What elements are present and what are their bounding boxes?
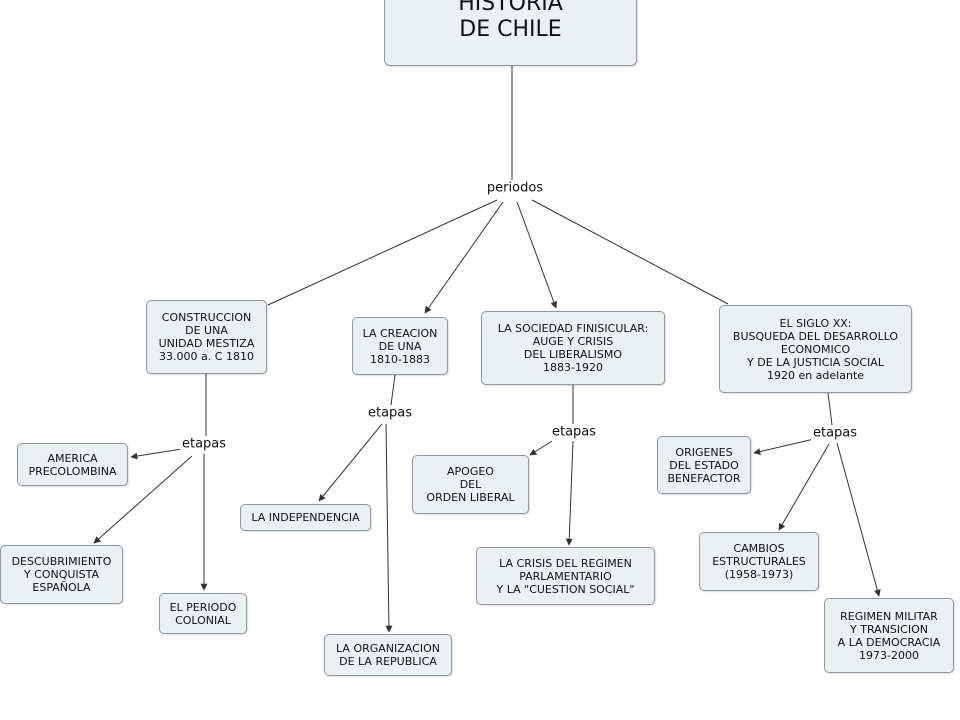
stage-node-apogeo-orden-liberal[interactable]: APOGEO DEL ORDEN LIBERAL — [412, 455, 529, 514]
stage-node-crisis-regimen-parlamentario[interactable]: LA CRISIS DEL REGIMEN PARLAMENTARIO Y LA… — [476, 547, 655, 605]
edge-etapas-4-cambios — [778, 443, 830, 531]
edge-etapas-2-organizacion — [385, 423, 393, 633]
edge-periodos-period-2 — [424, 201, 504, 314]
stage-node-regimen-militar-transicion[interactable]: REGIMEN MILITAR Y TRANSICION A LA DEMOCR… — [824, 598, 954, 673]
edge-etapas-3-crisis — [565, 440, 574, 546]
period-node-sociedad-finisicular[interactable]: LA SOCIEDAD FINISICULAR: AUGE Y CRISIS D… — [481, 311, 665, 385]
period-node-la-creacion[interactable]: LA CREACION DE UNA 1810-1883 — [352, 317, 448, 375]
edge-etapas-4-origenes — [753, 438, 815, 455]
link-label-etapas-4: etapas — [810, 425, 860, 441]
root-node-historia-de-chile[interactable]: HISTORIA DE CHILE — [384, 0, 637, 66]
link-label-etapas-2: etapas — [365, 405, 415, 421]
stage-node-america-precolombina[interactable]: AMERICA PRECOLOMBINA — [17, 443, 128, 486]
link-label-periodos: periodos — [484, 180, 546, 196]
period-node-siglo-xx[interactable]: EL SIGLO XX: BUSQUEDA DEL DESARROLLO ECO… — [719, 305, 912, 393]
edge-periodos-period-1 — [267, 199, 498, 306]
edge-etapas-2-independencia — [318, 423, 383, 502]
stage-node-periodo-colonial[interactable]: EL PERIODO COLONIAL — [159, 593, 247, 634]
stage-node-organizacion-republica[interactable]: LA ORGANIZACION DE LA REPUBLICA — [324, 634, 452, 676]
edge-etapas-4-regimen — [836, 442, 881, 597]
edge-periodos-period-3 — [516, 201, 558, 309]
edge-period-4-etapas — [827, 392, 833, 426]
stage-node-origenes-estado-benefactor[interactable]: ORIGENES DEL ESTADO BENEFACTOR — [657, 436, 751, 494]
stage-node-la-independencia[interactable]: LA INDEPENDENCIA — [240, 504, 371, 531]
stage-node-descubrimiento-conquista[interactable]: DESCUBRIMIENTO Y CONQUISTA ESPAÑOLA — [0, 545, 123, 604]
edge-periodos-period-4 — [531, 199, 729, 305]
period-node-unidad-mestiza[interactable]: CONSTRUCCION DE UNA UNIDAD MESTIZA 33.00… — [146, 300, 267, 374]
link-label-etapas-1: etapas — [179, 436, 229, 452]
edge-etapas-1-descubrimiento — [93, 455, 193, 544]
edge-period-2-etapas — [390, 374, 396, 406]
link-label-etapas-3: etapas — [549, 424, 599, 440]
edge-etapas-3-apogeo — [529, 440, 553, 456]
edge-etapas-1-america — [130, 448, 183, 460]
stage-node-cambios-estructurales[interactable]: CAMBIOS ESTRUCTURALES (1958-1973) — [699, 532, 819, 591]
